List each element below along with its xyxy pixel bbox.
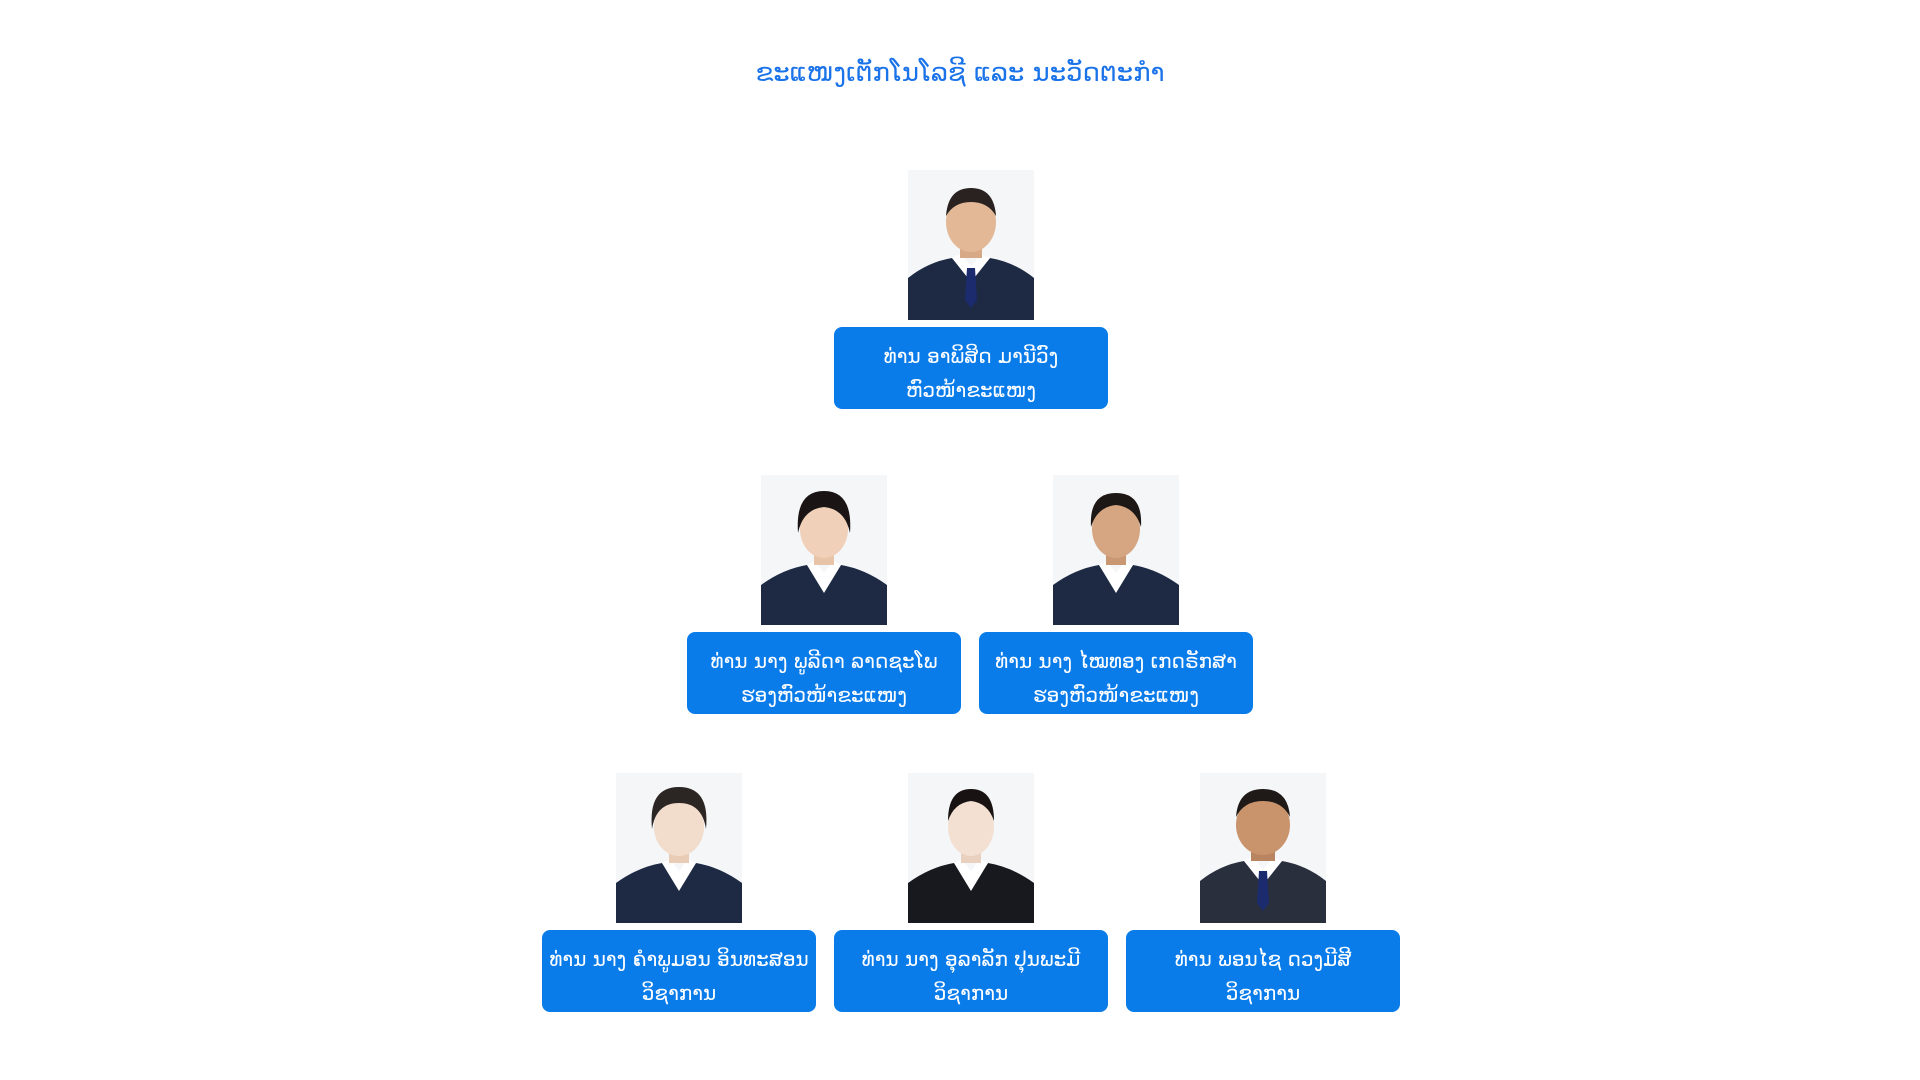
- member-name: ທ່ານ ນາງ ຄຳພູມອນ ອິນທະສອນ: [549, 947, 809, 971]
- female-portrait-icon: [616, 773, 742, 923]
- member-photo: [616, 773, 742, 923]
- member-card-head: ທ່ານ ອາພິສິດ ມານີວົງ ຫົວໜ້າຂະແໜງ: [834, 170, 1108, 410]
- member-info-card: ທ່ານ ພອນໄຊ ດວງມີສີ ວິຊາການ: [1126, 930, 1400, 1012]
- member-role: ຫົວໜ້າຂະແໜງ: [905, 378, 1037, 402]
- female-portrait-icon: [908, 773, 1034, 923]
- member-name: ທ່ານ ພອນໄຊ ດວງມີສີ: [1174, 947, 1352, 971]
- member-info-card: ທ່ານ ນາງ ໄໝທອງ ເກດຣັກສາ ຮອງຫົວໜ້າຂະແໜງ: [979, 632, 1253, 714]
- page-title: ຂະແໜງເຕັກໂນໂລຊີ ແລະ ນະວັດຕະກຳ: [755, 58, 1165, 88]
- member-info-card: ທ່ານ ນາງ ພູລີດາ ລາດຊະໂພ ຮອງຫົວໜ້າຂະແໜງ: [687, 632, 961, 714]
- member-photo: [1200, 773, 1326, 923]
- member-card-deputy: ທ່ານ ນາງ ໄໝທອງ ເກດຣັກສາ ຮອງຫົວໜ້າຂະແໜງ: [979, 475, 1253, 715]
- member-role: ວິຊາການ: [933, 981, 1009, 1005]
- member-name: ທ່ານ ອາພິສິດ ມານີວົງ: [883, 344, 1059, 368]
- member-card-deputy: ທ່ານ ນາງ ພູລີດາ ລາດຊະໂພ ຮອງຫົວໜ້າຂະແໜງ: [687, 475, 961, 715]
- member-name: ທ່ານ ນາງ ພູລີດາ ລາດຊະໂພ: [710, 649, 938, 673]
- member-info-card: ທ່ານ ອາພິສິດ ມານີວົງ ຫົວໜ້າຂະແໜງ: [834, 327, 1108, 409]
- member-name: ທ່ານ ນາງ ອຸລາລັກ ປຸນພະມີ: [861, 947, 1081, 971]
- member-photo: [908, 773, 1034, 923]
- member-photo: [908, 170, 1034, 320]
- member-role: ວິຊາການ: [641, 981, 717, 1005]
- member-card-staff: ທ່ານ ນາງ ຄຳພູມອນ ອິນທະສອນ ວິຊາການ: [542, 773, 816, 1013]
- male-portrait-icon: [908, 170, 1034, 320]
- member-role: ຮອງຫົວໜ້າຂະແໜງ: [1032, 683, 1200, 707]
- member-role: ຮອງຫົວໜ້າຂະແໜງ: [740, 683, 908, 707]
- male-portrait-icon: [1200, 773, 1326, 923]
- member-photo: [761, 475, 887, 625]
- member-info-card: ທ່ານ ນາງ ອຸລາລັກ ປຸນພະມີ ວິຊາການ: [834, 930, 1108, 1012]
- female-portrait-icon: [761, 475, 887, 625]
- member-info-card: ທ່ານ ນາງ ຄຳພູມອນ ອິນທະສອນ ວິຊາການ: [542, 930, 816, 1012]
- female-portrait-icon: [1053, 475, 1179, 625]
- member-name: ທ່ານ ນາງ ໄໝທອງ ເກດຣັກສາ: [995, 649, 1237, 673]
- member-photo: [1053, 475, 1179, 625]
- member-card-staff: ທ່ານ ພອນໄຊ ດວງມີສີ ວິຊາການ: [1126, 773, 1400, 1013]
- member-role: ວິຊາການ: [1225, 981, 1301, 1005]
- member-card-staff: ທ່ານ ນາງ ອຸລາລັກ ປຸນພະມີ ວິຊາການ: [834, 773, 1108, 1013]
